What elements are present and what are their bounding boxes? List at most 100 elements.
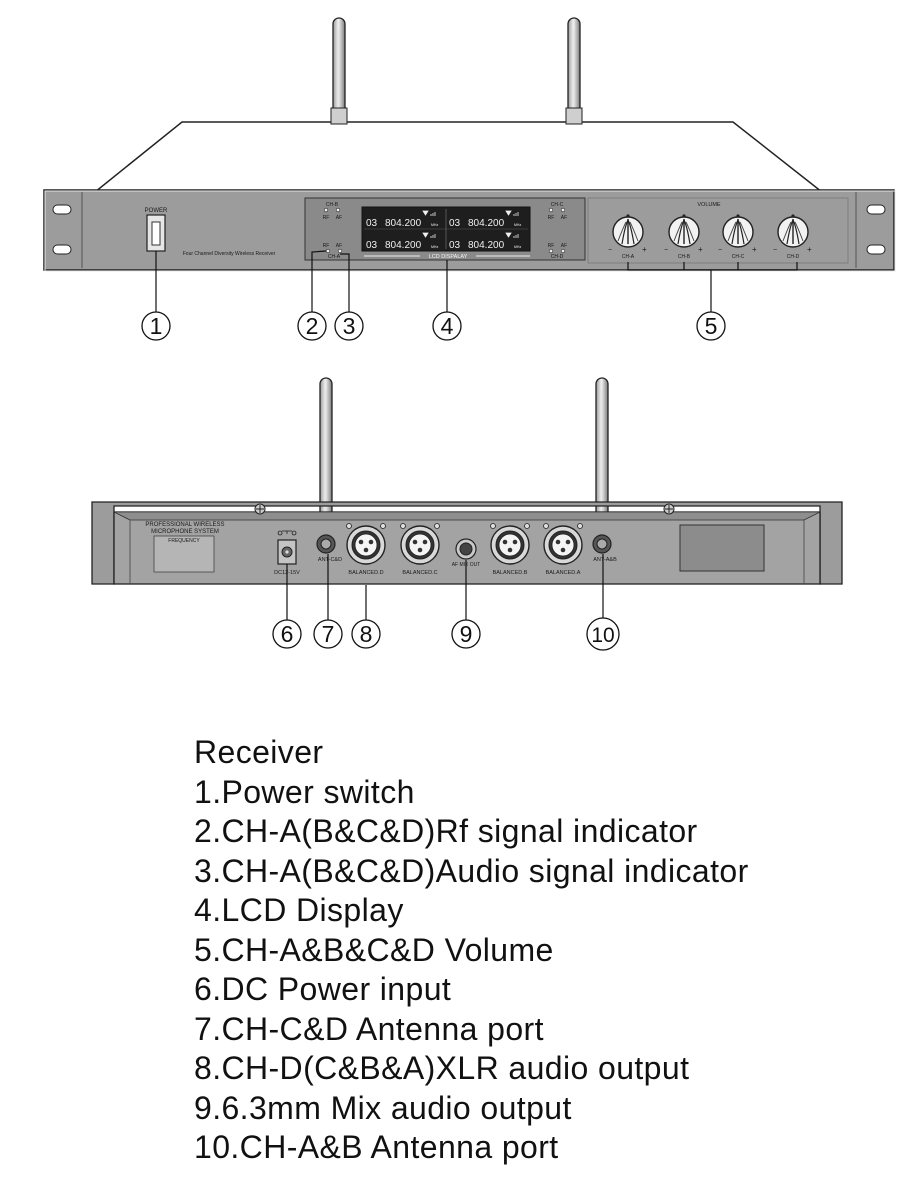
callout-9: 9 <box>460 621 473 647</box>
svg-text:03: 03 <box>449 240 461 251</box>
xlr-output-1[interactable]: BALANCED.D <box>346 523 386 577</box>
balanced-label: BALANCED.C <box>402 570 437 576</box>
rear-panel-body <box>91 501 843 585</box>
volume-knob-ch-d[interactable]: −+CH-D <box>773 214 812 260</box>
svg-text:MHz: MHz <box>431 245 438 249</box>
xlr-output-2[interactable]: BALANCED.C <box>400 523 440 577</box>
knob-minus-label: − <box>718 247 722 254</box>
ch-a-af-label: AF <box>336 243 342 249</box>
power-switch-rocker <box>151 221 161 246</box>
ch-a-indicator-label: CH-A <box>328 254 341 260</box>
rack-hole <box>52 204 72 215</box>
ch-d-indicator-label: CH-D <box>551 254 564 260</box>
svg-text:MHz: MHz <box>431 223 438 227</box>
ch-c-af-led <box>560 207 566 213</box>
signal-icon <box>422 210 436 216</box>
callout-8-circle <box>351 619 381 649</box>
lcd-readout-3: 03 804.200 MHz <box>366 240 438 251</box>
callout-2-circle <box>297 311 327 341</box>
xlr-output-4[interactable]: BALANCED.A <box>543 523 583 577</box>
ch-c-rf-led <box>548 207 554 213</box>
callout-2: 2 <box>306 313 319 339</box>
svg-text:MHz: MHz <box>514 245 521 249</box>
legend-item-10: 10.CH-A&B Antenna port <box>194 1129 559 1165</box>
callout-3-circle <box>334 311 364 341</box>
lcd-readout-2: 03 804.200 MHz <box>449 218 521 229</box>
svg-text:03: 03 <box>366 240 378 251</box>
legend-item-3: 3.CH-A(B&C&D)Audio signal indicator <box>194 852 749 889</box>
legend-item-4: 4.LCD Display <box>194 892 404 928</box>
ch-d-af-led <box>560 248 566 254</box>
volume-knobs: −+CH-A−+CH-B−+CH-C−+CH-D <box>608 214 812 260</box>
xlr-output-3[interactable]: BALANCED.B <box>490 523 530 577</box>
balanced-label: BALANCED.A <box>546 570 581 576</box>
power-label: POWER <box>145 208 168 214</box>
ch-d-rf-led <box>548 248 554 254</box>
svg-text:804.200: 804.200 <box>468 240 505 251</box>
volume-label: VOLUME <box>697 202 721 208</box>
front-antenna-left <box>330 17 348 125</box>
callout-1-circle <box>141 311 171 341</box>
callout-7: 7 <box>322 621 335 647</box>
callout-6-circle <box>272 619 302 649</box>
knob-channel-label: CH-B <box>678 254 691 260</box>
rear-leader-lines <box>286 554 604 620</box>
svg-text:804.200: 804.200 <box>385 240 422 251</box>
legend-item-2: 2.CH-A(B&C&D)Rf signal indicator <box>194 813 698 849</box>
brand-line-2: MICROPHONE SYSTEM <box>151 529 219 535</box>
svg-text:804.200: 804.200 <box>385 218 422 229</box>
lcd-readout-4: 03 804.200 MHz <box>449 240 521 251</box>
signal-icon <box>505 210 519 216</box>
volume-knob-ch-b[interactable]: − + CH-B <box>664 214 703 260</box>
knob-minus-label: − <box>664 247 668 254</box>
balanced-label: BALANCED.B <box>493 570 528 576</box>
signal-icon <box>505 232 519 238</box>
legend-item-8: 8.CH-D(C&B&A)XLR audio output <box>194 1050 690 1086</box>
ch-a-rf-label: RF <box>323 243 330 249</box>
volume-knob-ch-a[interactable]: −+CH-A <box>608 214 647 260</box>
ch-b-rf-label: RF <box>323 215 330 221</box>
brand-line-3: FREQUENCY <box>168 538 200 544</box>
rack-hole <box>866 244 886 255</box>
ch-b-rf-led <box>323 207 329 213</box>
svg-text:MHz: MHz <box>514 223 521 227</box>
knob-plus-label: + <box>698 245 703 254</box>
xlr-outputs: BALANCED.D BALANCED.C BALANCED.B BALANCED.A <box>346 523 583 577</box>
legend-item-6: 6.DC Power input <box>194 971 452 1007</box>
ch-c-rf-label: RF <box>548 215 555 221</box>
frequency-sticker <box>153 535 215 573</box>
lcd-label: LCD DISPALAY <box>429 254 468 260</box>
legend: Receiver 1.Power switch 2.CH-A(B&C&D)Rf … <box>194 733 749 1168</box>
svg-text:804.200: 804.200 <box>468 218 505 229</box>
callout-7-circle <box>313 619 343 649</box>
legend-item-7: 7.CH-C&D Antenna port <box>194 1010 544 1047</box>
knob-minus-label: − <box>608 247 612 254</box>
ch-a-rf-led <box>325 248 331 254</box>
receiver-diagram: POWER Four Channel Diversity Wireless Re… <box>43 17 896 651</box>
ch-b-af-led <box>335 207 341 213</box>
legend-item-1: 1.Power switch <box>194 773 415 810</box>
callout-3: 3 <box>343 313 356 339</box>
callout-1: 1 <box>150 313 163 339</box>
lcd-readout-1: 03 804.200 MHz <box>366 218 438 229</box>
knob-plus-label: + <box>642 245 647 254</box>
screw-icon <box>663 503 675 515</box>
callout-6: 6 <box>281 621 294 647</box>
front-antenna-right <box>565 17 583 125</box>
callout-5: 5 <box>705 313 718 339</box>
legend-item-9: 9.6.3mm Mix audio output <box>194 1089 572 1126</box>
rack-hole <box>52 244 72 255</box>
legend-item-5: 5.CH-A&B&C&D Volume <box>194 931 554 968</box>
rear-sticker <box>679 524 765 572</box>
legend-title: Receiver <box>194 734 324 770</box>
model-text: Four Channel Diversity Wireless Receiver <box>183 251 276 257</box>
knob-plus-label: + <box>752 245 757 254</box>
callout-5-circle <box>696 311 726 341</box>
volume-knob-ch-c[interactable]: − + CH-C <box>718 214 757 260</box>
callout-9-circle <box>451 619 481 649</box>
signal-icon <box>422 232 436 238</box>
ch-b-indicator-label: CH-B <box>326 202 339 208</box>
brand-line-1: PROFESSIONAL WIRELESS <box>145 522 224 528</box>
ch-d-af-label: AF <box>561 243 567 249</box>
knob-channel-label: CH-C <box>732 254 745 260</box>
